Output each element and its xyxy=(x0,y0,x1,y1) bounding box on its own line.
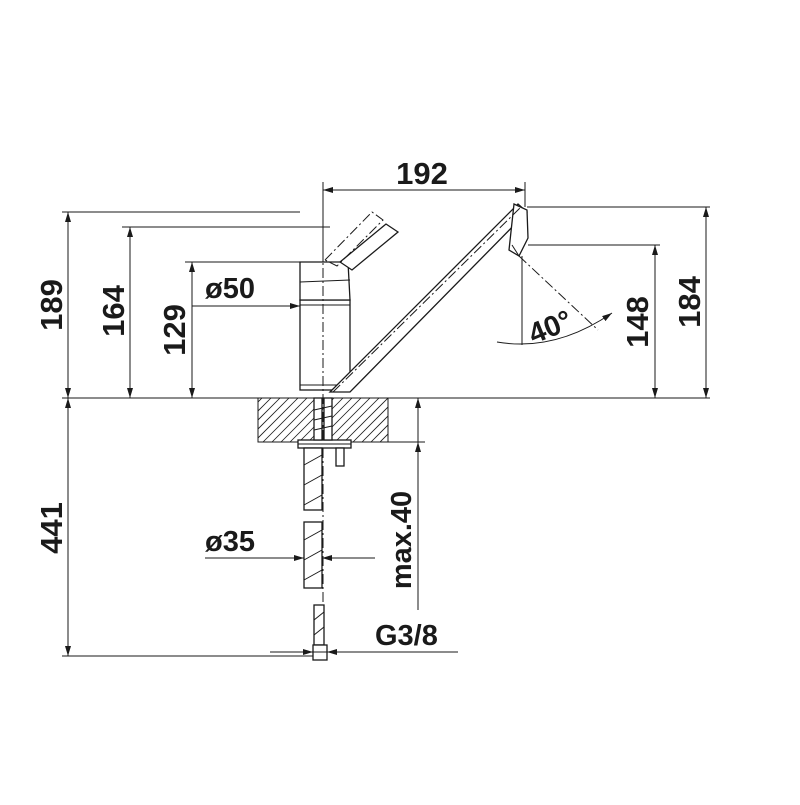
hatch-line xyxy=(389,398,433,442)
hose-braid-mark xyxy=(303,549,323,561)
hatch-line xyxy=(258,398,263,403)
hatch-line xyxy=(398,398,442,442)
hatch-line xyxy=(352,406,388,442)
hatch-line xyxy=(379,433,388,442)
dimension-label-164: 164 xyxy=(96,284,131,336)
hatch-line xyxy=(200,398,244,442)
faucet-body xyxy=(299,299,351,391)
hatch-line xyxy=(370,424,388,442)
dimension-label-129: 129 xyxy=(157,304,192,356)
spout-outlet xyxy=(511,244,520,257)
angle-arc xyxy=(496,312,613,345)
hatch-line xyxy=(258,398,299,439)
dimension-label-148: 148 xyxy=(620,296,655,348)
dimension-label-g38: G3/8 xyxy=(375,620,438,652)
hose-braid-mark xyxy=(303,494,323,506)
threaded-stud-top-right xyxy=(323,397,333,441)
supply-hose-segment xyxy=(313,604,325,646)
dimension-label-441: 441 xyxy=(34,502,69,554)
hatch-line xyxy=(407,398,451,442)
hose-braid-mark xyxy=(313,611,325,621)
hose-thread-mark xyxy=(313,415,333,421)
hose-braid-mark xyxy=(313,626,325,636)
hose-thread-mark xyxy=(313,405,333,411)
dimension-label-192: 192 xyxy=(396,156,448,191)
hatch-line xyxy=(343,398,388,442)
dimension-label-189: 189 xyxy=(34,279,69,331)
hatch-line xyxy=(325,398,371,442)
faucet-lever xyxy=(338,223,400,271)
hose-thread-mark xyxy=(313,425,333,431)
faucet-handle-split xyxy=(299,279,351,283)
hatch-line xyxy=(258,398,281,421)
hose-braid-mark xyxy=(303,474,323,486)
hatch-line xyxy=(258,398,272,412)
hatch-line xyxy=(262,398,308,442)
hatch-line xyxy=(209,398,253,442)
dimension-label-184: 184 xyxy=(672,275,707,327)
hatch-line xyxy=(416,398,460,442)
dimension-label-o35: ø35 xyxy=(205,526,255,558)
hatch-line xyxy=(271,398,317,442)
hose-braid-mark xyxy=(303,569,323,581)
spout-head xyxy=(508,203,529,257)
hose-braid-mark xyxy=(303,529,323,541)
dimension-label-o50: ø50 xyxy=(205,273,255,305)
dimension-label-max40: max.40 xyxy=(386,491,418,589)
mounting-stud xyxy=(335,447,345,467)
faucet-lever-alt-position xyxy=(324,211,384,267)
hose-braid-mark xyxy=(303,454,323,466)
hatch-line xyxy=(258,398,290,430)
supply-hose-segment xyxy=(303,447,323,511)
spout-centerline xyxy=(332,207,521,393)
hatch-line xyxy=(361,415,388,442)
spray-centerline xyxy=(518,255,599,331)
hatch-line xyxy=(334,398,380,442)
